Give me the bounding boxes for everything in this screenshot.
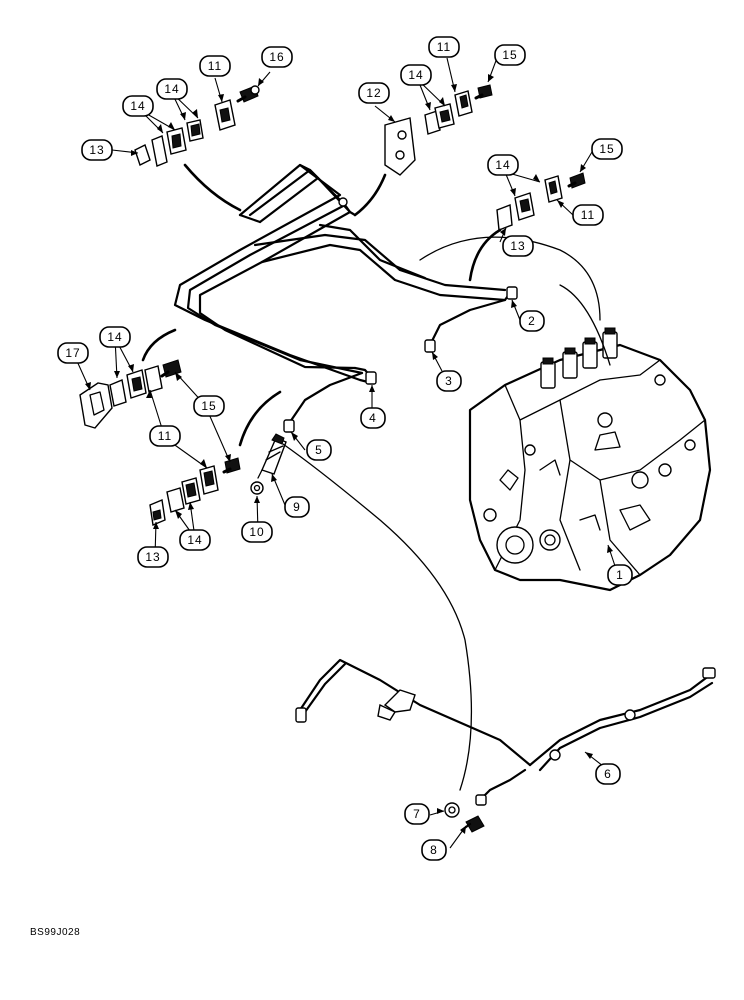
callout-11: 11 bbox=[572, 204, 604, 226]
svg-text:15: 15 bbox=[502, 48, 517, 62]
svg-text:10: 10 bbox=[249, 525, 264, 539]
svg-text:12: 12 bbox=[366, 86, 381, 100]
callout-4: 4 bbox=[360, 407, 386, 429]
clamp-group-left bbox=[79, 359, 182, 429]
callout-13: 13 bbox=[81, 139, 113, 161]
svg-text:14: 14 bbox=[107, 330, 122, 344]
callout-15: 15 bbox=[591, 138, 623, 160]
callout-11: 11 bbox=[199, 55, 231, 77]
leakoff-line bbox=[295, 658, 716, 806]
callout-14: 14 bbox=[487, 154, 519, 176]
bracket-12 bbox=[384, 117, 416, 176]
callout-5: 5 bbox=[306, 439, 332, 461]
svg-text:7: 7 bbox=[413, 807, 421, 821]
callout-7: 7 bbox=[404, 803, 430, 825]
callout-3: 3 bbox=[436, 370, 462, 392]
svg-text:17: 17 bbox=[65, 346, 80, 360]
callout-9: 9 bbox=[284, 496, 310, 518]
svg-text:5: 5 bbox=[315, 443, 323, 457]
svg-text:8: 8 bbox=[430, 843, 438, 857]
leader-arrowheads bbox=[85, 74, 613, 834]
injector bbox=[257, 433, 287, 479]
svg-text:9: 9 bbox=[293, 500, 301, 514]
svg-text:13: 13 bbox=[145, 550, 160, 564]
callout-13: 13 bbox=[137, 546, 169, 568]
svg-text:14: 14 bbox=[187, 533, 202, 547]
callout-11: 11 bbox=[149, 425, 181, 447]
svg-text:15: 15 bbox=[201, 399, 216, 413]
callout-17: 17 bbox=[57, 342, 89, 364]
callout-14: 14 bbox=[179, 529, 211, 551]
clamp-group-top-right bbox=[424, 84, 493, 135]
svg-text:11: 11 bbox=[437, 40, 451, 54]
callout-14: 14 bbox=[400, 64, 432, 86]
svg-text:2: 2 bbox=[528, 314, 536, 328]
svg-text:11: 11 bbox=[581, 208, 595, 222]
clamp-group-top-left bbox=[134, 85, 260, 167]
injection-pump bbox=[468, 327, 712, 592]
callout-8: 8 bbox=[421, 839, 447, 861]
svg-text:13: 13 bbox=[510, 239, 525, 253]
sealing-washer bbox=[250, 481, 264, 495]
clamp-group-lower-left bbox=[149, 457, 241, 526]
svg-text:6: 6 bbox=[604, 767, 612, 781]
callout-12: 12 bbox=[358, 82, 390, 104]
svg-text:14: 14 bbox=[130, 99, 145, 113]
callouts: 16 11 14 14 13 12 11 14 15 15 14 11 13 2… bbox=[57, 36, 633, 861]
callout-10: 10 bbox=[241, 521, 273, 543]
svg-text:11: 11 bbox=[158, 429, 172, 443]
svg-text:14: 14 bbox=[495, 158, 510, 172]
callout-2: 2 bbox=[519, 310, 545, 332]
svg-text:4: 4 bbox=[369, 411, 377, 425]
figure-code: BS99J028 bbox=[30, 927, 81, 938]
svg-text:13: 13 bbox=[89, 143, 104, 157]
callout-14: 14 bbox=[99, 326, 131, 348]
svg-text:16: 16 bbox=[269, 50, 284, 64]
svg-text:11: 11 bbox=[208, 59, 222, 73]
callout-11: 11 bbox=[428, 36, 460, 58]
callout-16: 16 bbox=[261, 46, 293, 68]
callout-14: 14 bbox=[122, 95, 154, 117]
svg-text:14: 14 bbox=[408, 68, 423, 82]
callout-15: 15 bbox=[193, 395, 225, 417]
svg-text:3: 3 bbox=[445, 374, 453, 388]
clamp-group-right bbox=[496, 172, 586, 231]
callout-6: 6 bbox=[595, 763, 621, 785]
svg-text:14: 14 bbox=[164, 82, 179, 96]
callout-13: 13 bbox=[502, 235, 534, 257]
injection-lines-upper bbox=[173, 163, 518, 433]
svg-text:1: 1 bbox=[616, 568, 624, 582]
callout-14: 14 bbox=[156, 78, 188, 100]
callout-15: 15 bbox=[494, 44, 526, 66]
callout-1: 1 bbox=[607, 564, 633, 586]
svg-text:15: 15 bbox=[599, 142, 614, 156]
